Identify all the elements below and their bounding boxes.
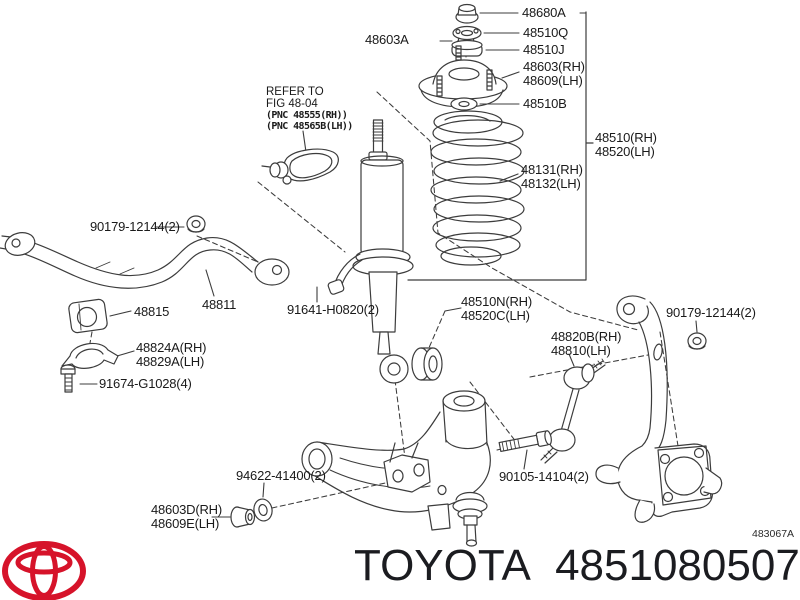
lower-control-arm [301,390,491,531]
refer-note: REFER TO FIG 48-04 (PNC 48555(RH)) (PNC … [266,86,353,132]
part-label-91641: 91641-H0820(2) [287,302,379,317]
shock-lower-bracket [327,253,363,295]
bolt-91674 [60,364,76,393]
part-label-91674: 91674-G1028(4) [99,376,192,391]
part-label-90179-left: 90179-12144(2) [90,219,180,234]
bolt-90105 [498,430,552,453]
coil-spring-48131 [430,119,525,266]
part-label-48603-48609: 48603(RH) 48609(LH) [523,59,585,88]
spring-seat [433,110,503,134]
part-label-48131-48132: 48131(RH) 48132(LH) [521,162,583,191]
leader-lines [79,12,698,518]
part-label-90105: 90105-14104(2) [499,469,589,484]
bushing-48815 [68,298,108,334]
part-label-48510N-48520C: 48510N(RH) 48520C(LH) [461,294,532,323]
part-label-48510Q: 48510Q [523,25,569,40]
part-label-48680A: 48680A [522,5,566,20]
hose-clamp-part [261,148,339,185]
part-label-48811: 48811 [202,297,237,312]
bracket-48824A [61,342,119,369]
part-label-48815: 48815 [134,304,170,319]
stabilizer-link-48820B [540,358,606,464]
stabilizer-bar-48811 [0,232,290,289]
nut-90179-left [186,215,206,233]
toyota-logo-icon [2,541,86,600]
washer-48510Q [452,25,482,41]
brand-text: TOYOTA [354,541,531,590]
washer-48510B [450,97,478,111]
part-label-94622: 94622-41400(2) [236,468,326,483]
part-label-48603D-48609E: 48603D(RH) 48609E(LH) [151,502,222,531]
figure-code: 483067A [752,528,795,540]
part-label-48603A: 48603A [365,32,409,47]
part-label-90179-right: 90179-12144(2) [666,305,756,320]
nut-90179-right [687,332,707,350]
part-number-text: 4851080507 [555,541,800,590]
assembly-bracket-line [407,11,594,281]
support-mount-48603 [418,45,508,108]
shock-absorber-48510 [352,119,414,384]
ball-joint [452,491,488,547]
part-label-48510B: 48510B [523,96,567,111]
part-label-48824A-48829A: 48824A(RH) 48829A(LH) [136,340,207,369]
part-label-48820B-48810: 48820B(RH) 48810(LH) [551,329,622,358]
bushing-48510N [411,347,443,381]
part-label-48510J: 48510J [523,42,565,57]
washer-94622 [253,498,273,522]
nut-48680A [455,3,479,24]
steering-knuckle [595,295,723,523]
nut-48603D [230,506,256,528]
footer-caption: TOYOTA 4851080507 [354,541,800,591]
part-label-48510-48520: 48510(RH) 48520(LH) [595,130,657,159]
